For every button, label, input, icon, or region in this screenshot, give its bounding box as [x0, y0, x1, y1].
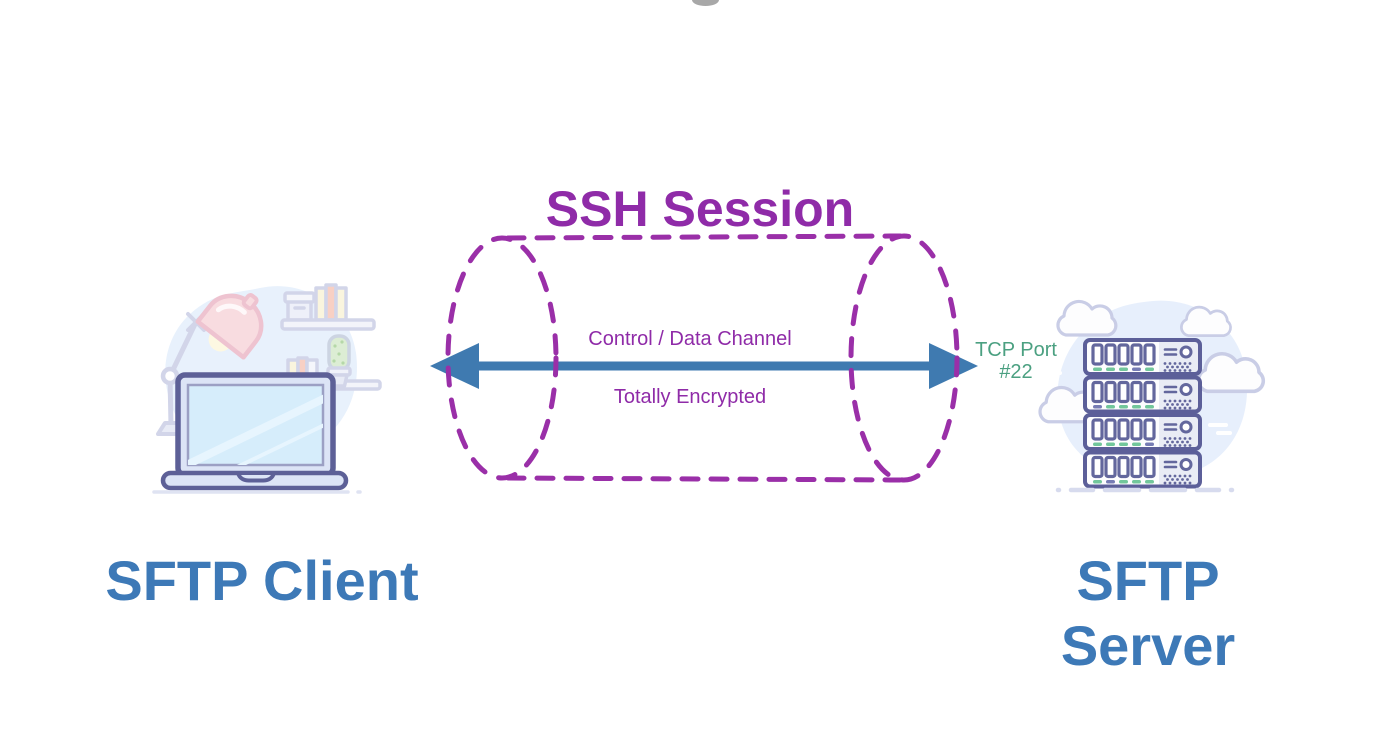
- tcp-port-line2: #22: [999, 361, 1033, 383]
- scroll-top-nub: [692, 0, 719, 6]
- status-lights: [1093, 367, 1154, 484]
- channel-arrow: [430, 343, 978, 389]
- tcp-port-label: TCP Port #22: [960, 339, 1072, 383]
- shelf-top-icon: [280, 283, 376, 331]
- server-illustration: [1036, 299, 1266, 493]
- laptop-icon: [160, 372, 349, 491]
- tunnel-outline: [445, 233, 960, 483]
- cloud-speed-dashes: [1036, 371, 1232, 435]
- channel-label: Control / Data Channel: [588, 328, 792, 350]
- sftp-client-label: SFTP Client: [105, 549, 419, 612]
- server-rack-icon: [1083, 338, 1202, 489]
- laptop-illustration: [152, 283, 382, 494]
- encryption-label: Totally Encrypted: [613, 386, 767, 408]
- sftp-server-label: SFTP Server: [1060, 549, 1236, 677]
- diagram-title: SSH Session: [545, 181, 855, 237]
- tcp-port-line1: TCP Port: [975, 339, 1057, 361]
